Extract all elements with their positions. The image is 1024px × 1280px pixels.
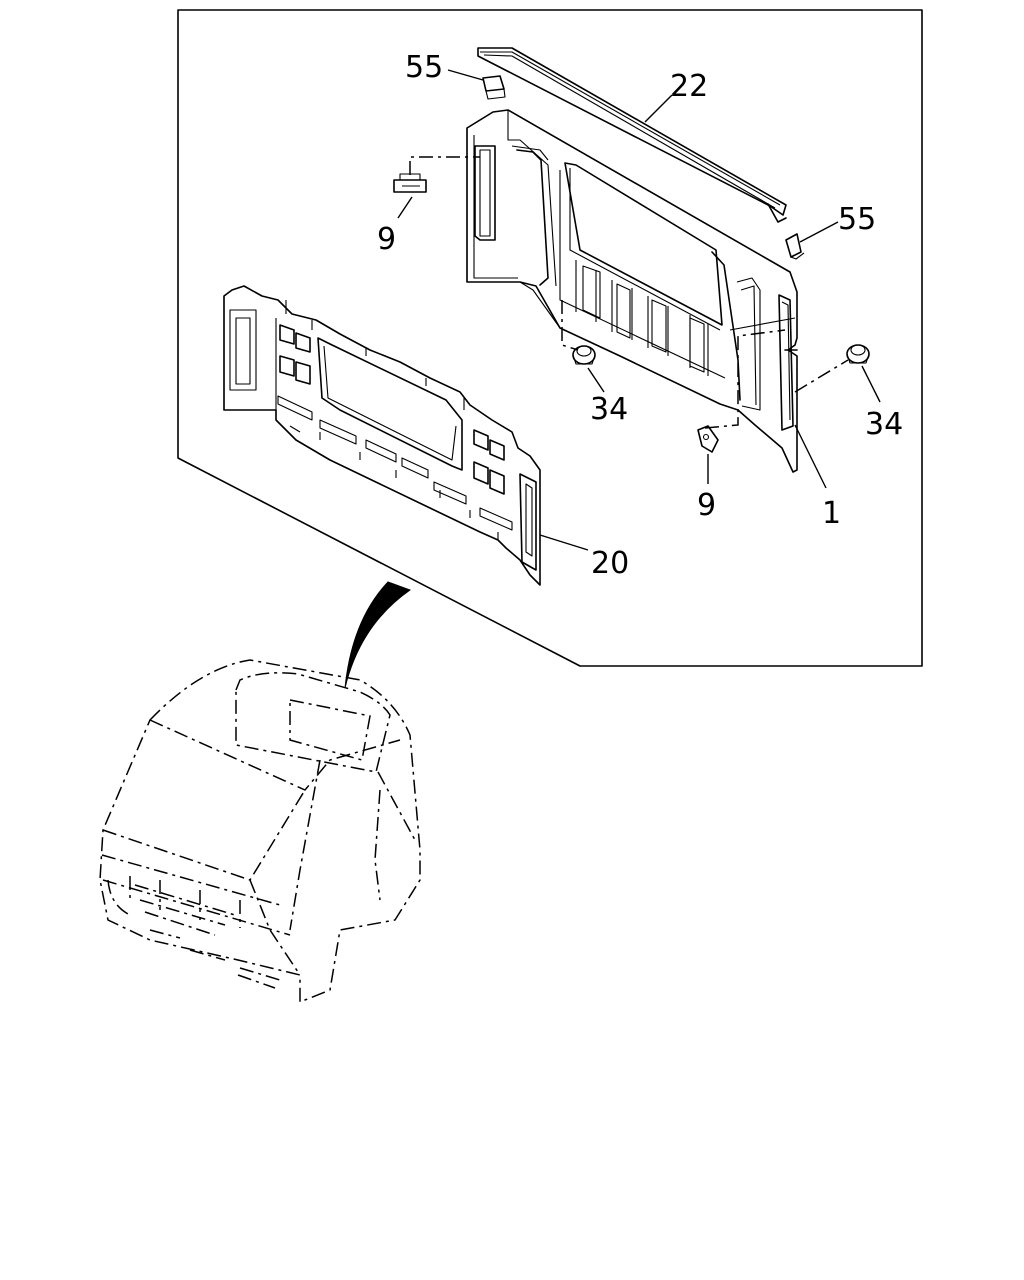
callout-1: 1 [822,496,841,531]
detail-frame [177,9,923,667]
part-22-seal-strip [477,47,787,223]
part-20-lower-panel [223,285,541,586]
detail-pointer [344,581,412,689]
callout-55-right: 55 [838,202,876,237]
callout-34-center: 34 [590,392,628,427]
callout-9-right: 9 [697,488,716,523]
part-55-clip-upper [482,75,506,100]
part-34-grommet-right [846,344,870,364]
callout-34-right: 34 [865,407,903,442]
callout-20: 20 [591,546,629,581]
assembly-lines [409,156,849,429]
leader-lines [397,69,881,551]
truck-cab-outline [99,659,421,1004]
part-9-fastener-left [393,173,427,193]
part-55-clip-right [785,233,805,260]
part-9-fastener-right [697,425,719,453]
callout-22: 22 [670,69,708,104]
part-34-grommet-center [572,345,596,365]
callout-labels: 55 22 9 55 34 34 9 1 20 [377,50,903,581]
callout-55-upper: 55 [405,50,443,85]
callout-9-left: 9 [377,222,396,257]
part-1-back-panel [466,109,798,473]
